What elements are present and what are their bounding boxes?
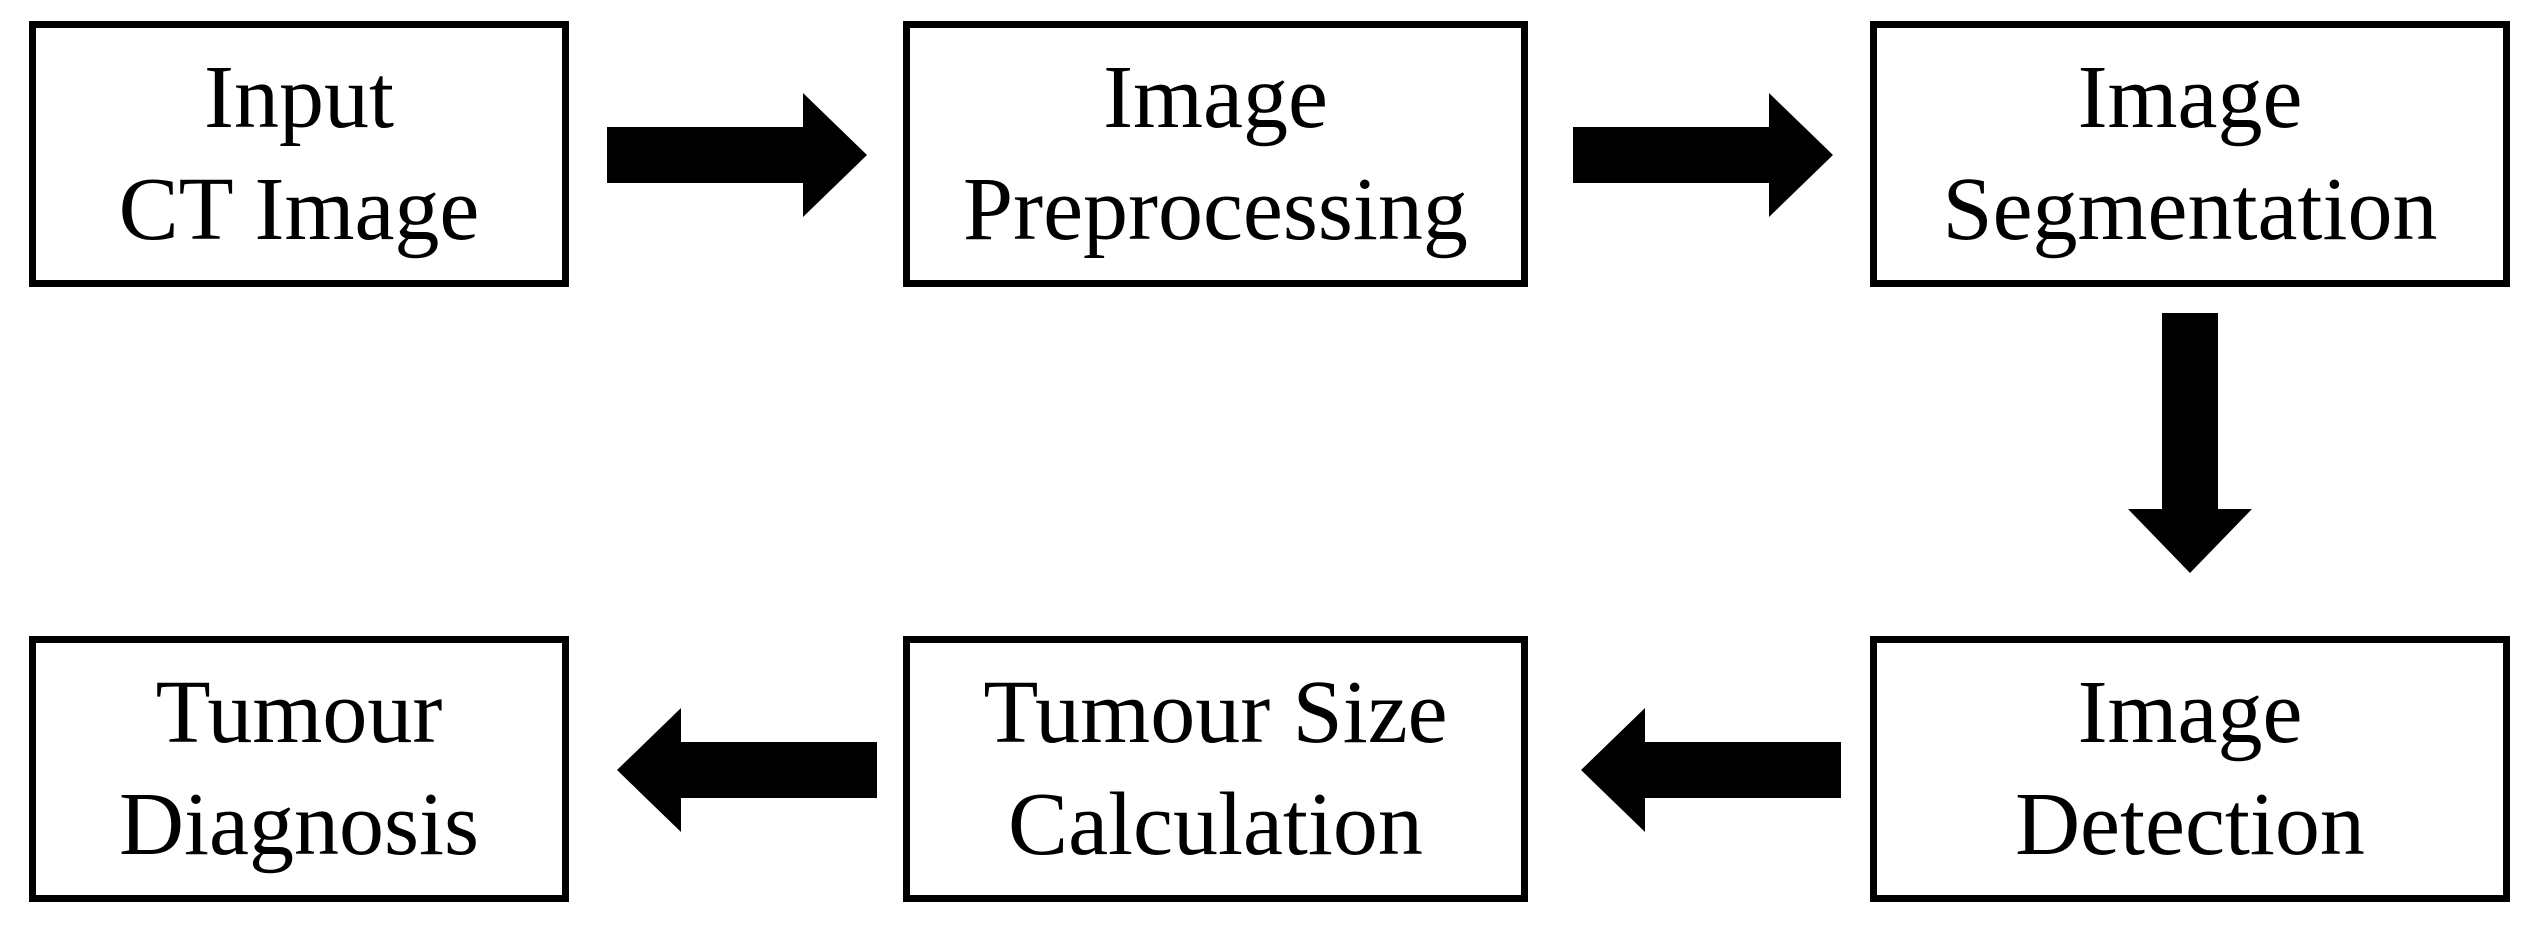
node-label-line: Calculation: [1008, 775, 1423, 874]
node-label-line: Tumour: [155, 663, 443, 762]
arrow-right-icon: [607, 93, 867, 217]
flow-node-tumour-diagnosis: Tumour Diagnosis: [29, 636, 569, 902]
arrow-left-icon: [617, 708, 877, 832]
flow-node-image-detection: Image Detection: [1870, 636, 2510, 902]
node-label-line: Diagnosis: [119, 775, 479, 874]
node-label-line: Input: [204, 48, 394, 147]
flow-node-tumour-size-calculation: Tumour Size Calculation: [903, 636, 1528, 902]
flow-node-image-segmentation: Image Segmentation: [1870, 21, 2510, 287]
flow-node-image-preprocessing: Image Preprocessing: [903, 21, 1528, 287]
flow-node-input-ct-image: Input CT Image: [29, 21, 569, 287]
node-label-line: Tumour Size: [983, 663, 1448, 762]
node-label-line: Image: [2077, 48, 2303, 147]
node-label-line: Image: [1103, 48, 1328, 147]
node-label-line: Segmentation: [1942, 160, 2438, 259]
node-label-line: Detection: [2015, 775, 2365, 874]
node-label-line: Image: [2077, 663, 2303, 762]
arrow-left-icon: [1581, 708, 1841, 832]
arrow-down-icon: [2128, 313, 2252, 573]
node-label-line: Preprocessing: [963, 160, 1468, 259]
node-label-line: CT Image: [118, 160, 480, 259]
arrow-right-icon: [1573, 93, 1833, 217]
